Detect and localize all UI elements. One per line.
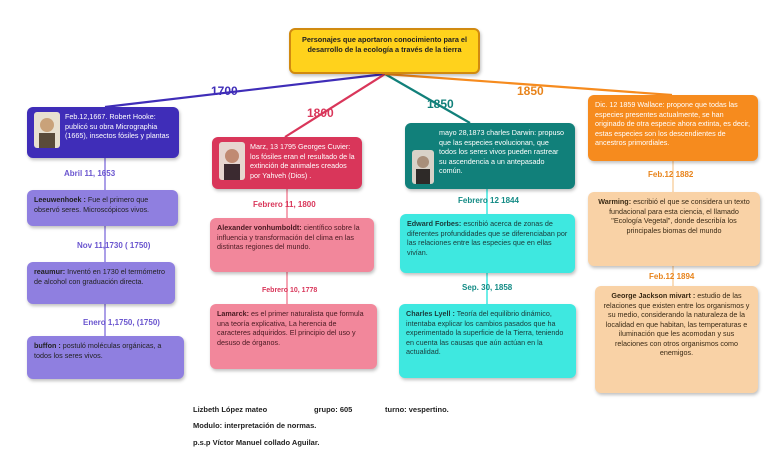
teacher-label: p.s.p Víctor Manuel collado Aguilar. bbox=[193, 438, 320, 447]
turn-label: turno: vespertino. bbox=[385, 405, 449, 414]
leeuwenhoek-box: Leeuwenhoek : Fue el primero que observó… bbox=[27, 190, 178, 226]
branch-line-1850-orange bbox=[384, 72, 673, 97]
mivart-box: George Jackson mivart : estudio de las r… bbox=[595, 286, 758, 393]
date-label-abril-1653: Abril 11, 1653 bbox=[64, 169, 116, 178]
buffon-text: postuló moléculas orgánicas, a todos los… bbox=[34, 341, 162, 360]
forbes-box: Edward Forbes: escribió acerca de zonas … bbox=[400, 214, 575, 273]
branch-line-1700 bbox=[104, 72, 386, 109]
hooke-text: Feb.12,1667. Robert Hooke: publicó su ob… bbox=[65, 112, 170, 140]
branch-line-1850-teal bbox=[384, 73, 471, 124]
warming-text: escribió el que se considera un texto fu… bbox=[609, 197, 750, 235]
date-label-feb-1882: Feb.12 1882 bbox=[648, 170, 694, 179]
humboldt-text: científico sobre la influencia y transfo… bbox=[217, 223, 360, 251]
leeuwenhoek-name: Leeuwenhoek : bbox=[34, 195, 86, 204]
date-label-nov-1730: Nov 11,1730 ( 1750) bbox=[77, 241, 151, 250]
hooke-box: Feb.12,1667. Robert Hooke: publicó su ob… bbox=[27, 107, 179, 158]
date-label-feb-1778: Febrero 10, 1778 bbox=[262, 287, 318, 294]
mivart-text: estudio de las relaciones que existen en… bbox=[603, 291, 750, 357]
lyell-box: Charles Lyell : Teoría del equilibrio di… bbox=[399, 304, 576, 378]
year-label-1850-teal: 1850 bbox=[427, 97, 454, 111]
group-label: grupo: 605 bbox=[314, 405, 353, 414]
darwin-portrait-icon bbox=[412, 150, 434, 184]
mivart-name: George Jackson mivart : bbox=[611, 291, 696, 300]
reaumur-text: Inventó en 1730 el termómetro de alcohol… bbox=[34, 267, 166, 286]
buffon-name: buffon : bbox=[34, 341, 61, 350]
map-title: Personajes que aportaron conocimiento pa… bbox=[289, 28, 480, 74]
humboldt-box: Alexander vonhumboldt: científico sobre … bbox=[210, 218, 374, 272]
reaumur-box: reaumur: Inventó en 1730 el termómetro d… bbox=[27, 262, 175, 304]
date-label-feb-1800: Febrero 11, 1800 bbox=[253, 200, 316, 209]
date-label-sep-1858: Sep. 30, 1858 bbox=[462, 283, 513, 292]
warming-box: Warming: escribió el que se considera un… bbox=[588, 192, 760, 266]
date-label-enero-1750: Enero 1,1750, (1750) bbox=[83, 318, 160, 327]
lamarck-box: Lamarck: es el primer naturalista que fo… bbox=[210, 304, 377, 369]
lamarck-name: Lamarck: bbox=[217, 309, 249, 318]
year-label-1800: 1800 bbox=[307, 106, 334, 120]
humboldt-name: Alexander vonhumboldt: bbox=[217, 223, 302, 232]
darwin-box: mayo 28,1873 charles Darwin: propuso que… bbox=[405, 123, 575, 189]
date-label-feb-1894: Feb.12 1894 bbox=[649, 272, 695, 281]
cuvier-text: Marz, 13 1795 Georges Cuvier: los fósile… bbox=[250, 142, 355, 180]
lyell-text: Teoría del equilibrio dinámico, intentab… bbox=[406, 309, 564, 356]
lyell-name: Charles Lyell : bbox=[406, 309, 455, 318]
darwin-text: mayo 28,1873 charles Darwin: propuso que… bbox=[439, 128, 565, 175]
date-label-feb-1844: Febrero 12 1844 bbox=[458, 196, 519, 205]
reaumur-name: reaumur: bbox=[34, 267, 66, 276]
year-label-1700: 1700 bbox=[211, 84, 238, 98]
lamarck-text: es el primer naturalista que formula una… bbox=[217, 309, 364, 347]
year-label-1850-orange: 1850 bbox=[517, 84, 544, 98]
warming-name: Warming: bbox=[598, 197, 632, 206]
module-label: Modulo: interpretación de normas. bbox=[193, 421, 317, 430]
forbes-text: escribió acerca de zonas de diferentes p… bbox=[407, 219, 568, 257]
forbes-name: Edward Forbes: bbox=[407, 219, 462, 228]
buffon-box: buffon : postuló moléculas orgánicas, a … bbox=[27, 336, 184, 379]
branch-line-1800 bbox=[284, 73, 386, 138]
wallace-box: Dic. 12 1859 Wallace: propone que todas … bbox=[588, 95, 758, 161]
leeuwenhoek-text: Fue el primero que observó seres. Micros… bbox=[34, 195, 150, 214]
cuvier-box: Marz, 13 1795 Georges Cuvier: los fósile… bbox=[212, 137, 362, 189]
cuvier-portrait-icon bbox=[219, 142, 245, 180]
hooke-portrait-icon bbox=[34, 112, 60, 148]
wallace-text: Dic. 12 1859 Wallace: propone que todas … bbox=[595, 100, 751, 147]
author-name: Lizbeth López mateo bbox=[193, 405, 268, 414]
